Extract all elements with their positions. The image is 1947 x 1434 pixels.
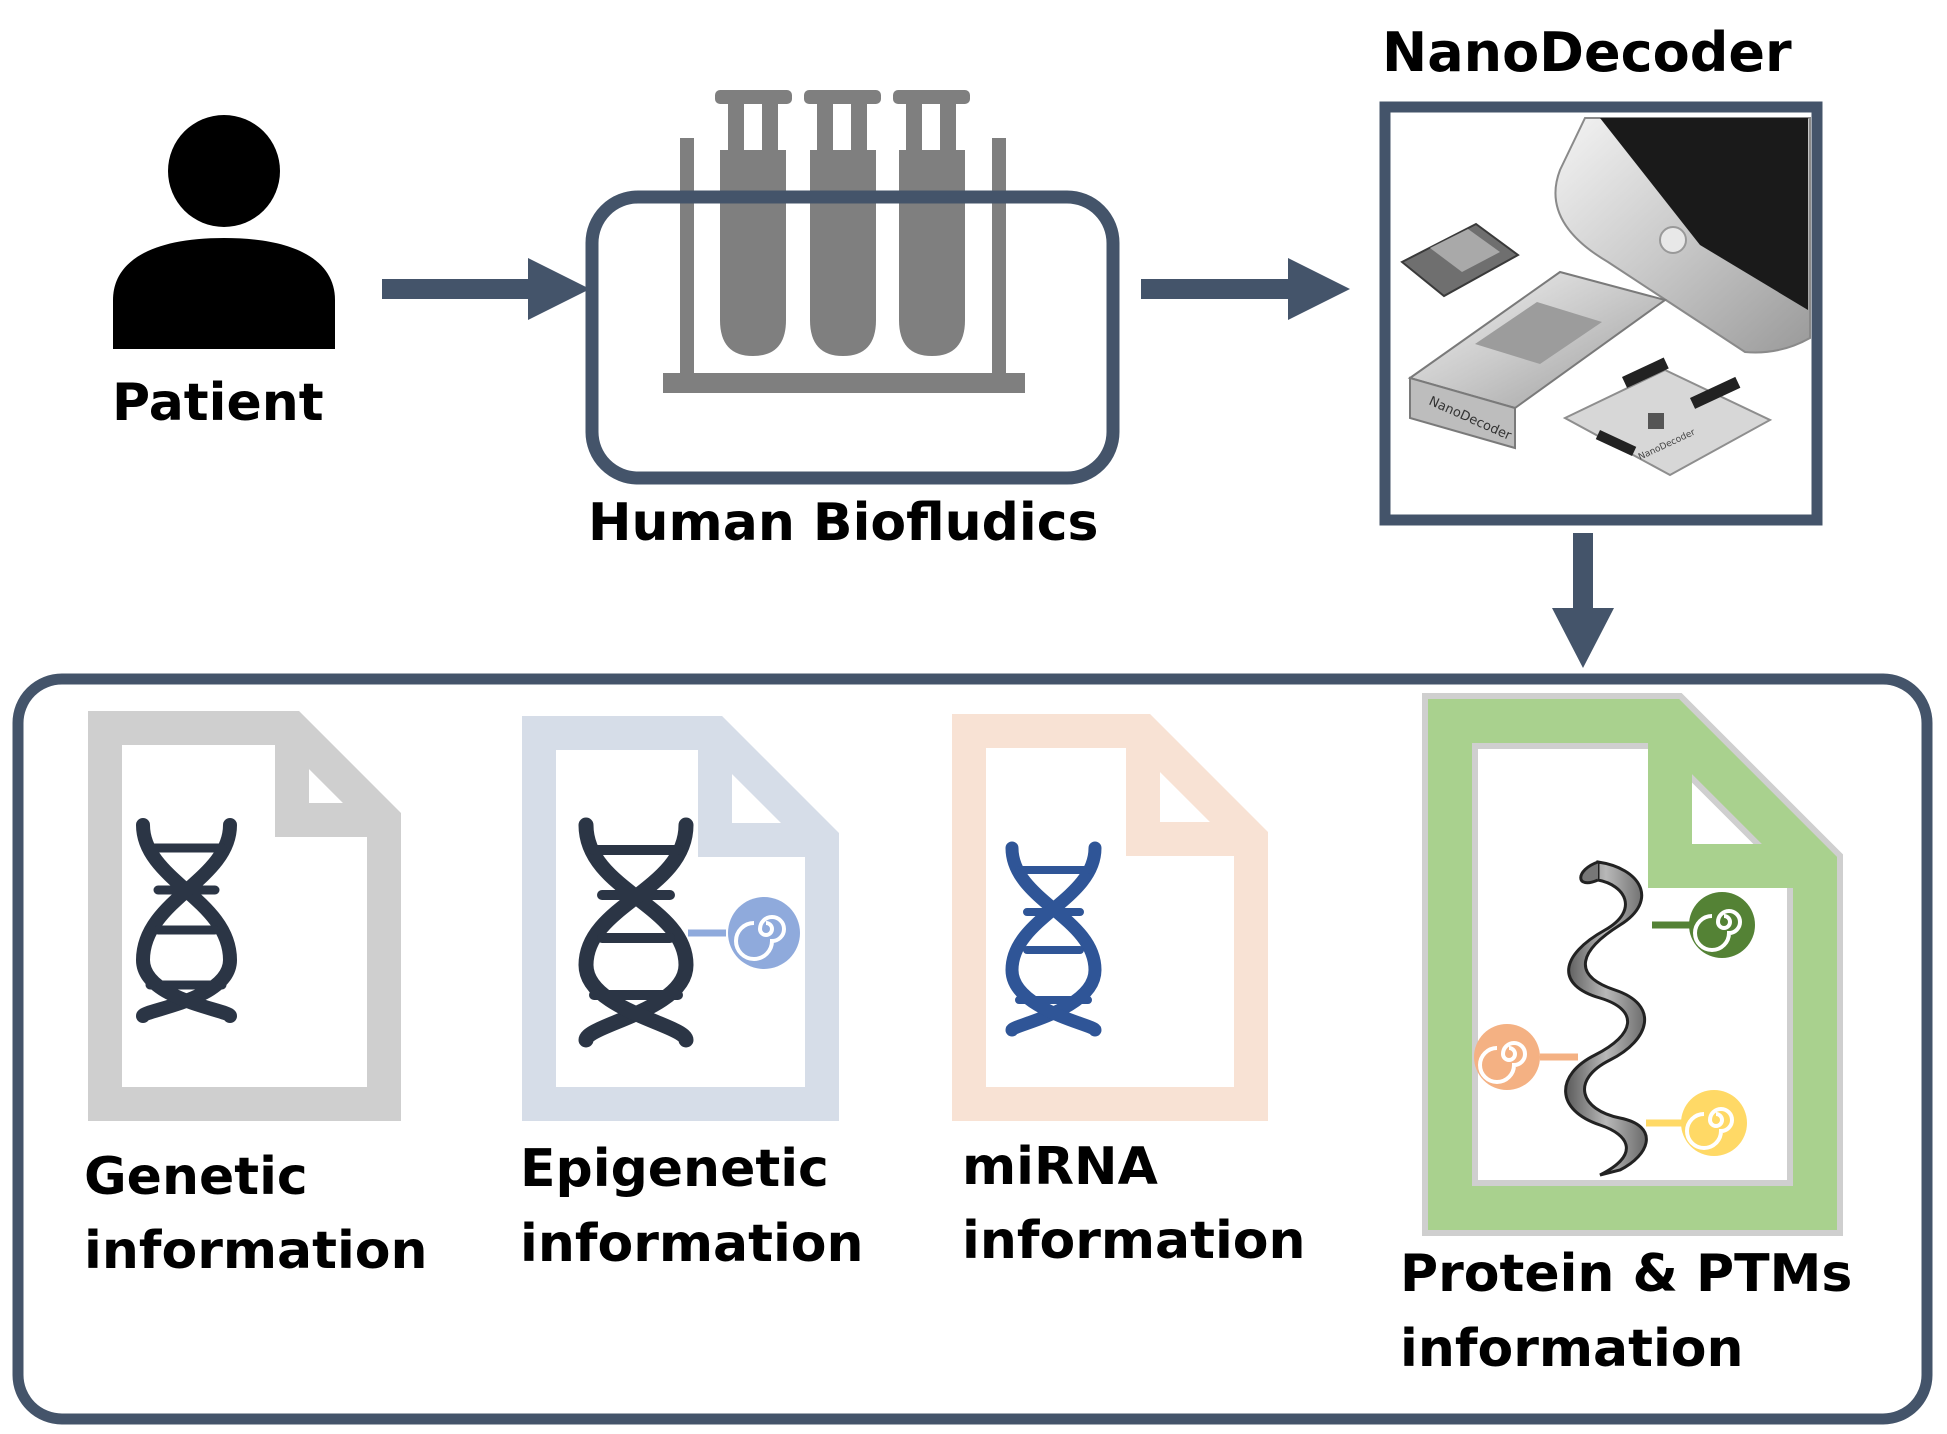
nanodecoder-title: NanoDecoder bbox=[1382, 21, 1792, 84]
epigenetic-label-line2: information bbox=[520, 1214, 864, 1274]
person-icon bbox=[113, 115, 335, 349]
genetic-document-icon bbox=[88, 711, 401, 1121]
epigenetic-document-icon bbox=[522, 716, 839, 1121]
genetic-label-line2: information bbox=[84, 1221, 428, 1281]
protein-label-line1: Protein & PTMs bbox=[1400, 1244, 1853, 1304]
outputs-container bbox=[12, 673, 1933, 1425]
genetic-label-line1: Genetic bbox=[84, 1147, 308, 1207]
protein-label-line2: information bbox=[1400, 1319, 1744, 1379]
nanodecoder-frame bbox=[1379, 101, 1823, 526]
patient-label: Patient bbox=[112, 373, 324, 433]
nanodecoder-device-photo: NanoDecoder NanoDecoder bbox=[1400, 117, 1811, 477]
dna-icon bbox=[135, 818, 238, 1023]
arrow-down bbox=[1552, 533, 1614, 668]
mirna-label-line2: information bbox=[962, 1211, 1306, 1271]
ptm-green-icon bbox=[1652, 892, 1755, 958]
arrow-right-1 bbox=[382, 258, 590, 320]
ptm-yellow-icon bbox=[1646, 1090, 1747, 1156]
dna-modification-icon bbox=[578, 817, 800, 1048]
epigenetic-label-line1: Epigenetic bbox=[520, 1139, 829, 1199]
mirna-document-icon bbox=[952, 714, 1268, 1121]
mirna-label-line1: miRNA bbox=[962, 1137, 1158, 1197]
protein-document-icon bbox=[1422, 693, 1843, 1236]
test-tubes-icon bbox=[663, 90, 1025, 393]
protein-helix-icon bbox=[1564, 860, 1648, 1177]
mirna-dna-icon bbox=[1005, 841, 1102, 1037]
biofluids-frame bbox=[585, 190, 1120, 485]
biofluids-label: Human Biofludics bbox=[588, 493, 1099, 553]
arrow-right-2 bbox=[1141, 258, 1350, 320]
ptm-orange-icon bbox=[1474, 1024, 1578, 1090]
